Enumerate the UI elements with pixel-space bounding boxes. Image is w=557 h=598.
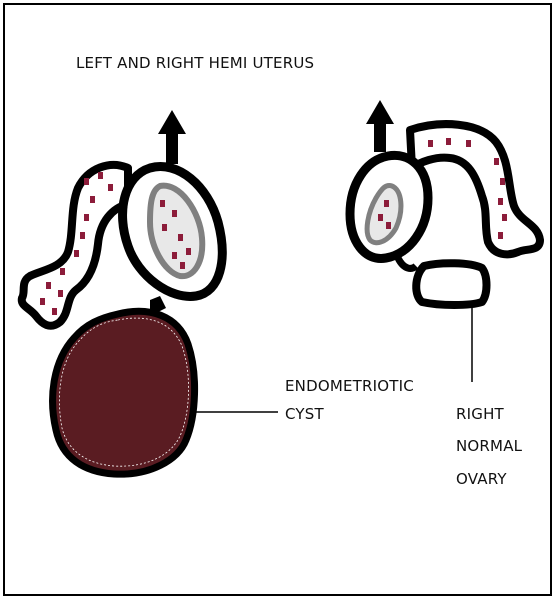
ovary-label-line1: RIGHT: [456, 405, 505, 423]
left-uterine-body: [123, 167, 223, 297]
ovary-label-line3: OVARY: [456, 470, 507, 488]
left-fallopian-tube: [22, 165, 128, 326]
up-arrow-icon: [158, 110, 186, 164]
right-uterine-body: [350, 155, 428, 258]
endometriotic-cyst: [53, 311, 195, 474]
cyst-label-line2: CYST: [285, 405, 324, 423]
right-normal-ovary: [398, 258, 487, 305]
up-arrow-icon: [366, 100, 394, 152]
ovary-label-line2: NORMAL: [456, 437, 523, 455]
diagram-title: LEFT AND RIGHT HEMI UTERUS: [76, 54, 314, 72]
cyst-label-line1: ENDOMETRIOTIC: [285, 377, 414, 395]
